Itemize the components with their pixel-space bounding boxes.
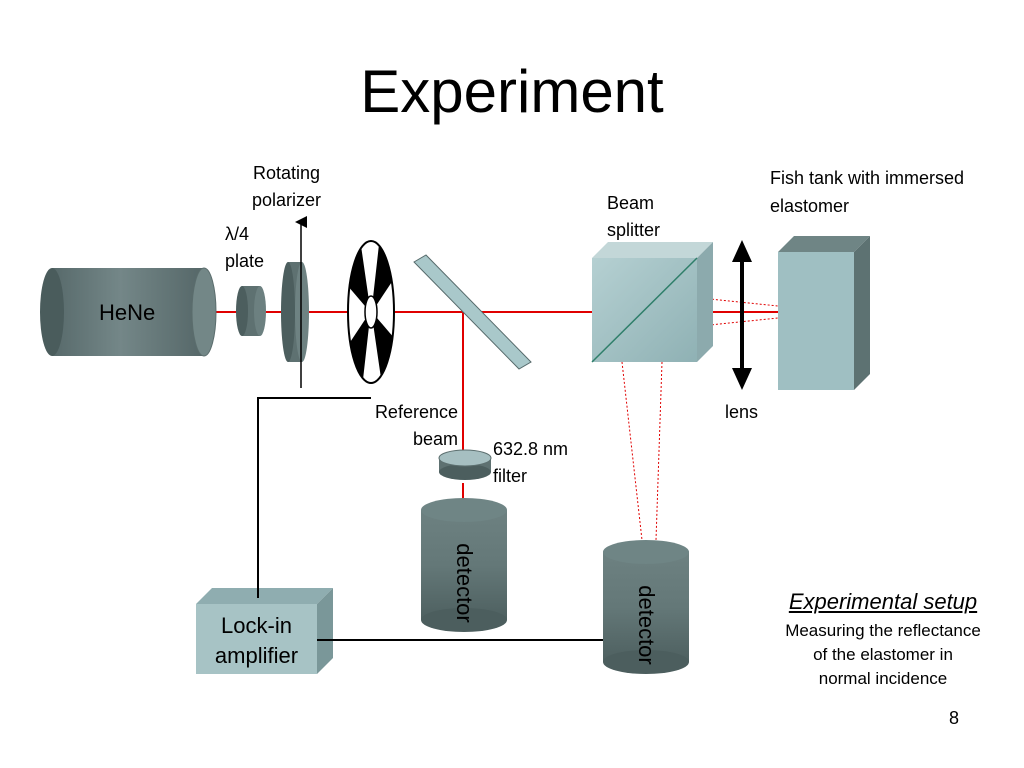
lockin-label-line1: Lock-in bbox=[221, 613, 292, 638]
chopper-reference-cable bbox=[257, 397, 371, 598]
reflected-cone-left bbox=[621, 361, 643, 541]
caption-line-2: of the elastomer in bbox=[813, 645, 953, 664]
lockin-label-line2: amplifier bbox=[214, 643, 299, 668]
optical-chopper bbox=[347, 240, 395, 384]
filter-label-line2: filter bbox=[493, 466, 528, 486]
reference-beam-label-line2: beam bbox=[412, 429, 458, 449]
quarter-wave-plate-label-line1: λ/4 bbox=[225, 224, 250, 244]
signal-detector bbox=[603, 540, 689, 674]
fish-tank-label-line1: Fish tank with immersed bbox=[770, 168, 965, 188]
beam-splitter-label-line2: splitter bbox=[607, 220, 661, 240]
reflected-cone-right bbox=[655, 361, 663, 541]
signal-wiring bbox=[257, 397, 603, 641]
slide-title: Experiment bbox=[360, 58, 664, 125]
quarter-wave-plate bbox=[236, 286, 266, 336]
beam-splitter-cube bbox=[591, 242, 713, 363]
reference-beam-label-line1: Reference bbox=[374, 402, 458, 422]
lockin-amplifier bbox=[196, 588, 333, 674]
laser-label: HeNe bbox=[99, 300, 156, 325]
hene-laser bbox=[40, 267, 217, 357]
filter-label-line1: 632.8 nm bbox=[493, 439, 569, 459]
rotating-polarizer bbox=[281, 216, 309, 388]
caption-heading: Experimental setup bbox=[788, 589, 978, 614]
lens-label: lens bbox=[725, 402, 759, 422]
beam-splitter-label-line1: Beam bbox=[607, 193, 655, 213]
polarizer-label-line2: polarizer bbox=[252, 190, 322, 210]
quarter-wave-plate-label-line2: plate bbox=[225, 251, 265, 271]
caption-line-1: Measuring the reflectance bbox=[785, 621, 981, 640]
reference-detector bbox=[421, 498, 507, 632]
fish-tank-label-line2: elastomer bbox=[770, 196, 850, 216]
polarizer-label-line1: Rotating bbox=[253, 163, 321, 183]
glass-plate bbox=[413, 254, 532, 370]
reference-detector-label: detector bbox=[452, 543, 477, 623]
page-number: 8 bbox=[949, 708, 960, 728]
lens bbox=[732, 240, 752, 390]
caption-line-3: normal incidence bbox=[818, 669, 948, 688]
fish-tank bbox=[778, 236, 870, 390]
bandpass-filter bbox=[438, 449, 492, 480]
signal-detector-label: detector bbox=[634, 585, 659, 665]
